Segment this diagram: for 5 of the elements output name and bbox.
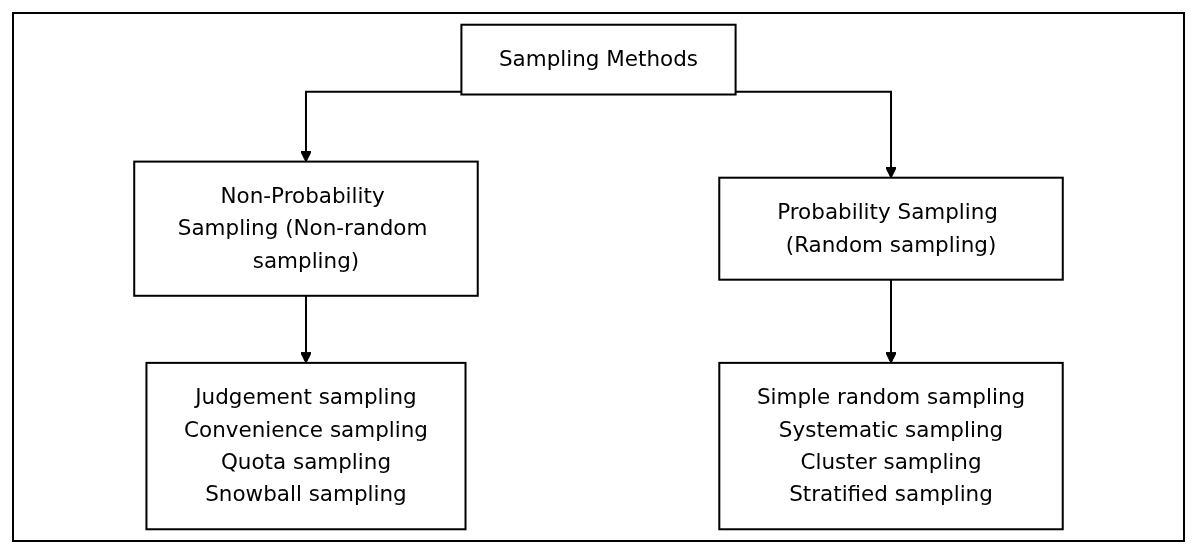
node-box: Judgement sampling Convenience sampling Quota sampling Snowball sampling <box>145 361 467 531</box>
node-box: Simple random sampling Systematic sampling Cluster sampling Stratified sampling <box>718 361 1064 531</box>
node-box: Probability Sampling (Random sampling) <box>718 176 1064 281</box>
node-box: Non-Probability Sampling (Non-random sampling) <box>133 160 479 297</box>
node-box: Sampling Methods <box>460 23 737 96</box>
